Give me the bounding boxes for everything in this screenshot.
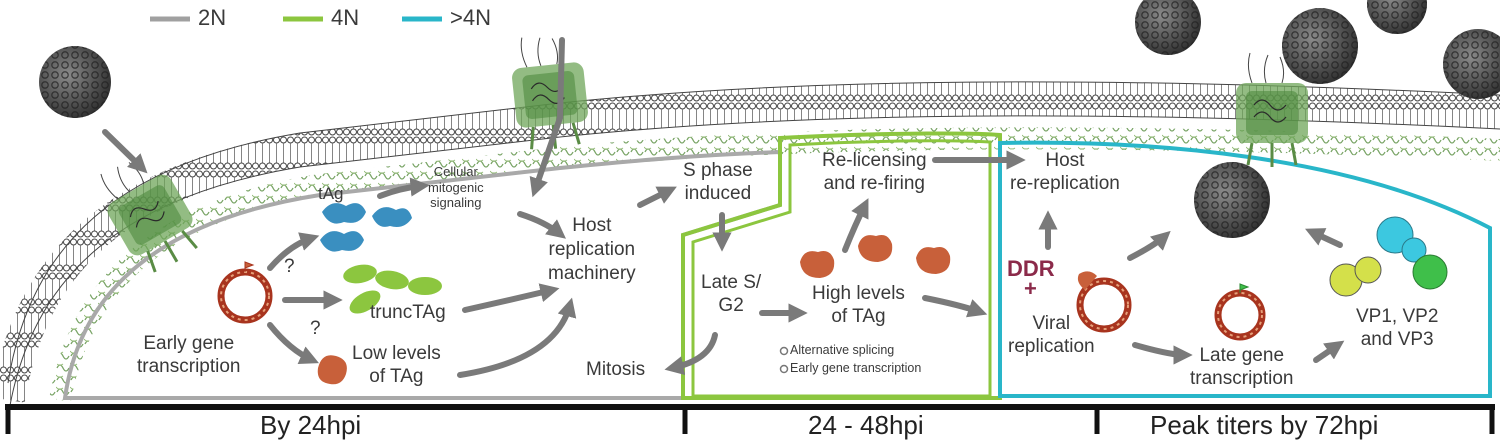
timeline-label-24hpi: By 24hpi [260,410,362,440]
virion-released-3 [1367,0,1427,34]
virion-released-2 [1282,8,1358,84]
viral-genome-early [217,261,273,324]
nuclear-pore-right [1236,52,1308,167]
arrow-late-to-mitosis [664,332,718,376]
label-early-gene-transcription: Early gene transcription [137,333,241,377]
region-gt4n [998,140,1492,398]
label-trunctag: truncTAg [370,302,446,323]
arrow-mitogenic-to-host [517,211,566,239]
vp3-protein [1412,254,1448,290]
arrow-mitogenic-entry [529,37,565,198]
nuclear-pore-left [100,162,198,273]
label-mitosis: Mitosis [586,359,646,380]
trunctag-protein-2 [349,290,381,314]
label-host-replication-machinery: Host replication machinery [548,215,636,284]
virion-released-1 [1135,0,1201,55]
timeline-label-24-48hpi: 24 - 48hpi [808,410,924,440]
tag-orange-small [317,355,347,385]
vp1-protein [1329,256,1382,297]
region-4n-inner [691,139,992,398]
arrow-viral-to-late [1132,342,1193,365]
nuclear-envelope [0,81,1500,418]
arrow-high-to-relicensing [842,198,869,253]
flow-arrows [102,37,1345,378]
virion-entering [39,46,111,118]
legend-4n-label: 4N [331,5,360,30]
arrow-host-to-sphase [637,186,677,208]
arrow-to-virion [1127,230,1171,261]
label-plus: + [1024,276,1037,301]
viral-genome-late [1214,283,1266,341]
tag-protein-1 [322,203,366,224]
tag-protein-2 [372,207,412,227]
bullet-early-gene [779,364,789,374]
region-2n [62,149,782,400]
label-s-phase-induced: S phase induced [683,160,753,204]
label-late-gene-transcription: Late gene transcription [1190,345,1294,389]
label-cellular-mitogenic: Cellular mitogenic signaling [428,164,484,211]
vp2-protein [1376,216,1427,263]
tag-orange-high-1 [800,251,835,278]
arrow-late-to-vp [1313,340,1345,363]
label-tag: tAg [318,184,344,203]
label-late-s-g2: Late S/ G2 [701,272,762,316]
legend-2n-label: 2N [198,5,227,30]
timeline-label-72hpi: Peak titers by 72hpi [1150,410,1379,440]
label-alt-splicing: Alternative splicing [790,343,895,357]
arrow-to-low-tag [267,322,319,364]
label-question-2: ? [310,318,321,339]
arrow-virion-entry [102,129,148,174]
tag-orange-high-3 [916,247,951,274]
label-low-levels-tag: Low levels of TAg [352,343,441,387]
label-ddr: DDR [1007,256,1055,281]
legend-gt4n-label: >4N [450,5,491,30]
arrow-vp-to-virion [1305,228,1343,248]
label-viral-replication: Viral replication [1008,313,1095,357]
label-early-gene-small: Early gene transcription [790,361,922,375]
timeline [5,404,1495,434]
region-4n [681,131,1002,400]
bullet-alt-splicing [779,346,789,356]
label-high-levels-tag: High levels of TAg [812,283,905,327]
arrow-to-tag [267,232,320,271]
label-vp-proteins: VP1, VP2 and VP3 [1356,306,1439,350]
tag-orange-high-2 [858,235,893,262]
viral-genome-replicating [1076,271,1132,333]
virion-released-4 [1443,29,1500,99]
virion-nucleus [1194,162,1270,238]
arrow-tag-to-mitogenic [377,177,430,199]
arrow-high-to-viral [922,295,988,318]
label-host-rereplication: Host re-replication [1010,150,1120,194]
tag-protein-3 [320,231,364,252]
arrow-trunc-to-host [462,283,560,313]
trunctag-protein-1 [343,264,442,295]
arrow-low-to-host [457,297,577,378]
label-question-1: ? [284,256,295,277]
label-relicensing: Re-licensing and re-firing [822,150,927,194]
